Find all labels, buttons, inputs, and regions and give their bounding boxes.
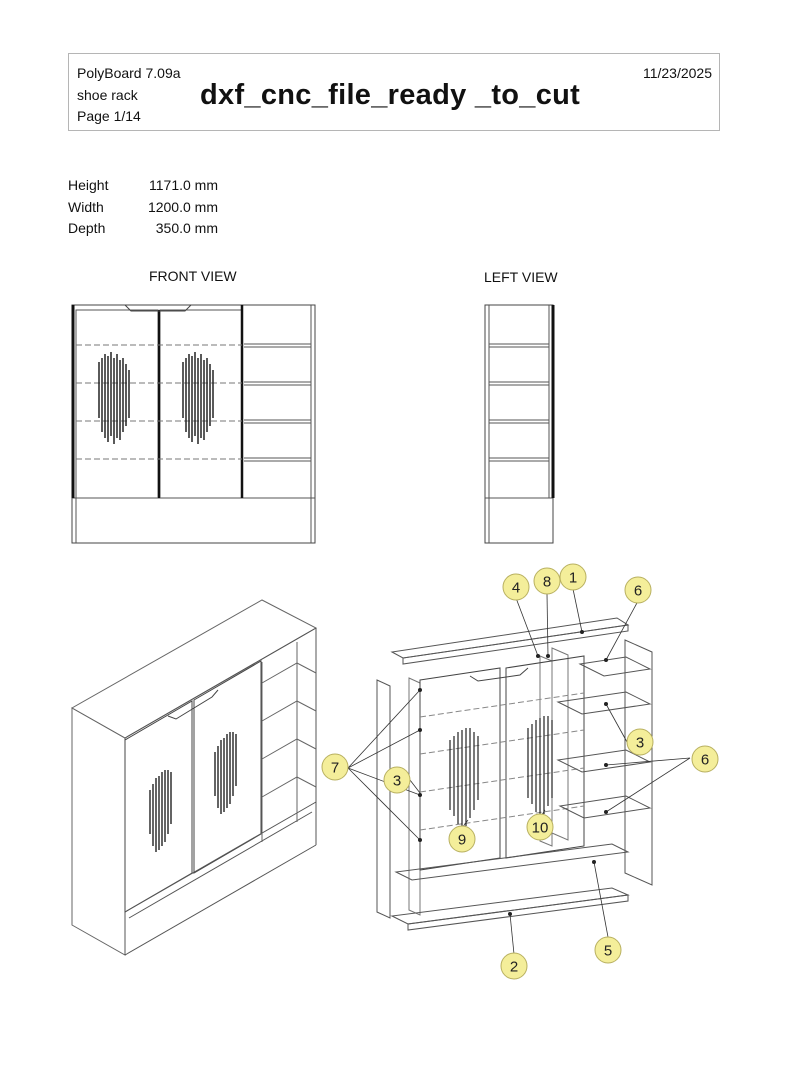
dimensions-table: Height 1171.0 mm Width 1200.0 mm Depth 3… <box>68 175 218 240</box>
callout-6-right: 6 <box>691 745 719 773</box>
callout-7: 7 <box>321 753 349 781</box>
svg-text:7: 7 <box>331 760 339 777</box>
callout-9: 9 <box>448 825 476 853</box>
svg-text:3: 3 <box>393 773 401 790</box>
svg-text:8: 8 <box>543 574 551 591</box>
callout-4: 4 <box>502 573 530 601</box>
front-view-drawing <box>71 304 316 544</box>
svg-text:10: 10 <box>532 820 549 837</box>
svg-text:6: 6 <box>634 583 642 600</box>
svg-text:6: 6 <box>701 752 709 769</box>
svg-text:5: 5 <box>604 943 612 960</box>
callout-1: 1 <box>559 563 587 591</box>
document-title: dxf_cnc_file_ready _to_cut <box>200 79 581 111</box>
callout-5: 5 <box>594 936 622 964</box>
dimension-row-width: Width 1200.0 mm <box>68 198 218 215</box>
callout-8: 8 <box>533 567 561 595</box>
svg-text:9: 9 <box>458 832 466 849</box>
left-view-drawing <box>484 304 555 544</box>
callout-6-top: 6 <box>624 576 652 604</box>
callout-2: 2 <box>500 952 528 980</box>
svg-text:3: 3 <box>636 735 644 752</box>
svg-text:2: 2 <box>510 959 518 976</box>
isometric-view-drawing <box>70 599 318 956</box>
callout-10: 10 <box>526 813 554 841</box>
left-view-caption: LEFT VIEW <box>484 269 558 285</box>
document-date: 11/23/2025 <box>642 65 712 81</box>
project-name: shoe rack <box>77 87 138 103</box>
exploded-view-drawing <box>347 588 691 955</box>
callout-3-left: 3 <box>383 766 411 794</box>
page-number: Page 1/14 <box>77 108 141 124</box>
dimension-row-height: Height 1171.0 mm <box>68 177 218 193</box>
title-block: PolyBoard 7.09a shoe rack Page 1/14 dxf_… <box>68 53 720 131</box>
svg-text:4: 4 <box>512 580 520 597</box>
callout-3-right: 3 <box>626 728 654 756</box>
app-name: PolyBoard 7.09a <box>77 65 181 81</box>
svg-text:1: 1 <box>569 570 577 587</box>
dimension-row-depth: Depth 350.0 mm <box>68 220 218 236</box>
front-view-caption: FRONT VIEW <box>149 268 237 284</box>
